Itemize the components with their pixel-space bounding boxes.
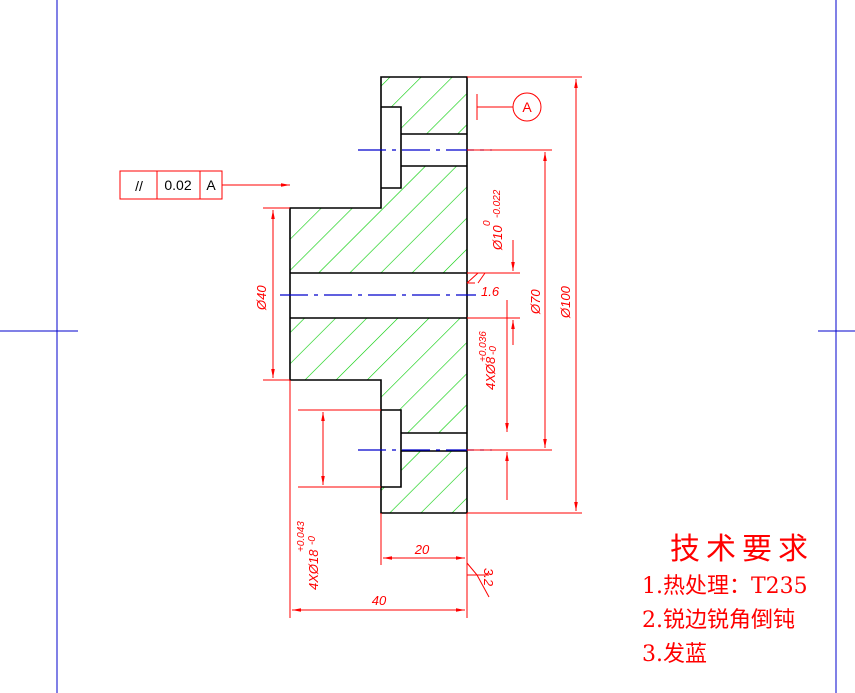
roughness-bore-value: 1.6 — [481, 284, 500, 299]
notes-item-3: 3.发蓝 — [642, 642, 707, 667]
dimensions — [263, 76, 582, 618]
dim-text-100: Ø100 — [558, 285, 573, 319]
notes-title: 技术要求 — [670, 532, 814, 567]
dim-text-holes8-upper: +0.036 — [478, 331, 489, 362]
dim-text-70: Ø70 — [528, 289, 543, 315]
fcf-symbol: // — [135, 178, 143, 194]
dim-text-holes18: 4XØ18 — [306, 549, 321, 590]
technical-requirements: 技术要求 1.热处理：T235 2.锐边锐角倒钝 3.发蓝 — [642, 530, 842, 672]
notes-item-2: 2.锐边锐角倒钝 — [642, 608, 795, 633]
section-hatching — [290, 77, 467, 513]
dim-text-holes18-lower: -0 — [307, 536, 318, 545]
part-outline — [289, 76, 468, 514]
dim-text-bore: Ø10 — [490, 225, 505, 251]
dim-text-20: 20 — [414, 542, 430, 557]
roughness-face-value: 3.2 — [481, 568, 496, 587]
dim-text-bore-upper: 0 — [482, 220, 493, 226]
datum-a: A — [476, 92, 542, 122]
dim-text-40: Ø40 — [254, 285, 269, 311]
dim-text-holes8-lower: -0 — [488, 346, 499, 355]
roughness-bore — [466, 272, 502, 284]
fcf-datum: A — [206, 177, 216, 193]
dim-text-bore-lower: -0.022 — [492, 189, 503, 218]
dim-text-holes18-upper: +0.043 — [296, 521, 307, 552]
datum-label: A — [522, 99, 532, 115]
notes-item-1: 1.热处理：T235 — [642, 574, 808, 599]
dim-text-40h: 40 — [372, 593, 387, 608]
fcf-tolerance: 0.02 — [164, 177, 191, 193]
roughness-face — [466, 562, 490, 598]
dim-text-holes8: 4XØ8 — [483, 356, 498, 390]
feature-control-frame: // 0.02 A — [119, 170, 290, 200]
